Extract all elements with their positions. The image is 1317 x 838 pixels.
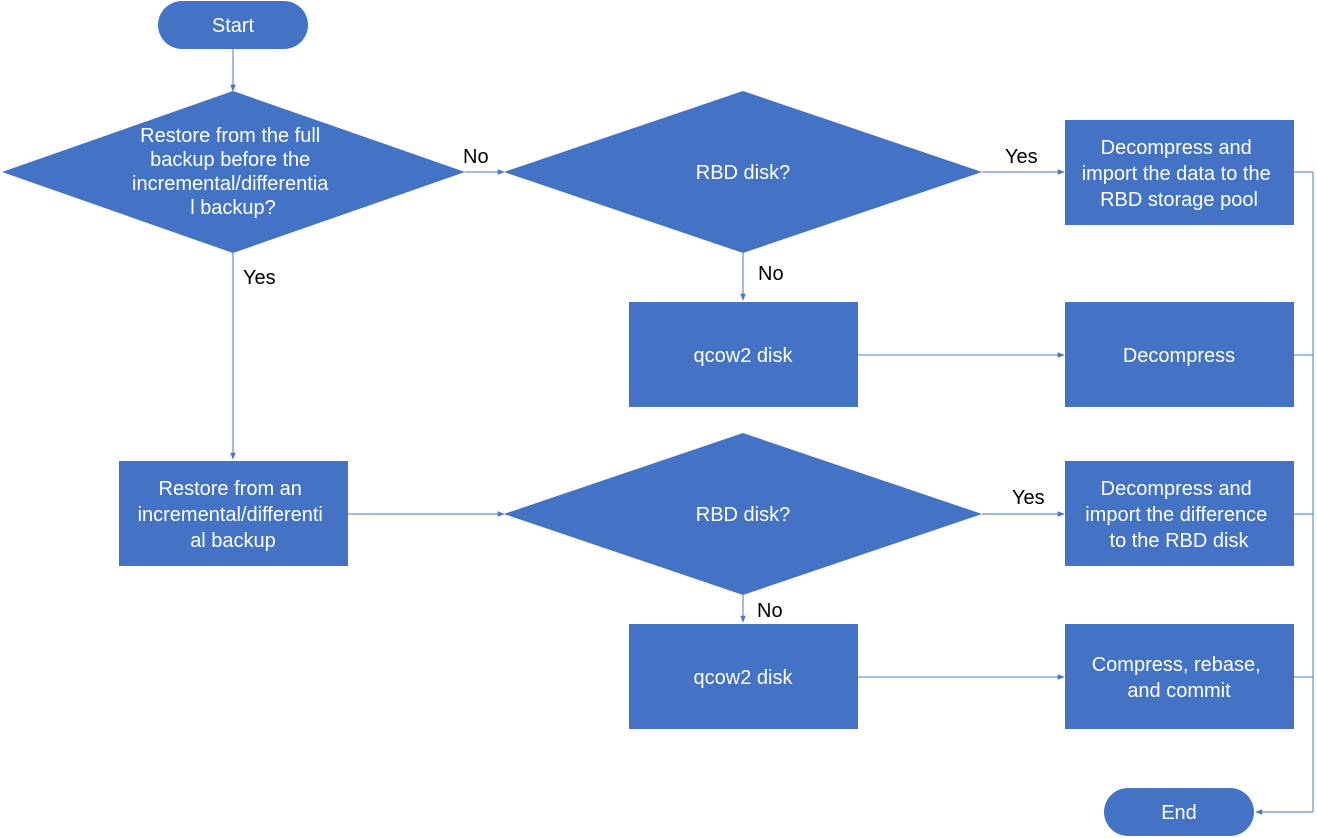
decompress-import-data-line: RBD storage pool (1100, 189, 1258, 211)
qcow2-disk-box-bottom: qcow2 disk (629, 624, 858, 729)
full-backup-no-label: No (463, 146, 489, 168)
full-backup-yes-label: Yes (243, 267, 276, 289)
decompress-import-diff-box: Decompress and import the difference to … (1065, 461, 1294, 566)
decompress-import-diff-text: Decompress and import the difference to … (1085, 478, 1273, 552)
qcow2-disk-top-label: qcow2 disk (694, 345, 794, 367)
qcow2-disk-bottom-label: qcow2 disk (694, 667, 794, 689)
rbd-bottom-no-label: No (757, 600, 783, 622)
decompress-import-data-line: Decompress and (1101, 137, 1252, 159)
rbd-top-no-label: No (758, 263, 784, 285)
full-backup-decision-text: Restore from the full backup before the … (132, 125, 334, 219)
rbd-disk-decision-bottom-label: RBD disk? (696, 504, 790, 526)
restore-incremental-line: Restore from an (159, 478, 302, 500)
decompress-import-data-box: Decompress and import the data to the RB… (1065, 120, 1294, 225)
restore-incremental-line: al backup (190, 530, 276, 552)
qcow2-disk-box-top: qcow2 disk (629, 302, 858, 407)
rbd-disk-decision-bottom: RBD disk? (504, 433, 982, 595)
start-terminal: Start (158, 1, 308, 49)
edge-labels: No Yes Yes No Yes No (243, 146, 1045, 622)
end-terminal: End (1104, 788, 1254, 836)
end-label: End (1161, 802, 1197, 824)
rbd-bottom-yes-label: Yes (1012, 487, 1045, 509)
restore-incremental-text: Restore from an incremental/differenti a… (138, 478, 329, 552)
decompress-import-diff-line: import the difference (1085, 504, 1267, 526)
nodes: Start Restore from the full backup befor… (2, 1, 1294, 836)
full-backup-decision: Restore from the full backup before the … (2, 91, 465, 253)
decompress-import-diff-line: to the RBD disk (1110, 530, 1250, 552)
decompress-label: Decompress (1123, 345, 1235, 367)
edges (230, 49, 1314, 815)
full-backup-decision-line: incremental/differentia (132, 173, 329, 195)
decompress-import-diff-line: Decompress and (1101, 478, 1252, 500)
compress-rebase-commit-line: Compress, rebase, (1092, 654, 1261, 676)
restore-incremental-box: Restore from an incremental/differenti a… (119, 461, 348, 566)
rbd-disk-decision-top: RBD disk? (504, 91, 982, 253)
rbd-top-yes-label: Yes (1005, 146, 1038, 168)
decompress-box: Decompress (1065, 302, 1294, 407)
decompress-import-data-text: Decompress and import the data to the RB… (1082, 137, 1277, 211)
full-backup-decision-line: l backup? (190, 197, 276, 219)
compress-rebase-commit-line: and commit (1127, 680, 1231, 702)
rbd-disk-decision-top-label: RBD disk? (696, 162, 790, 184)
compress-rebase-commit-text: Compress, rebase, and commit (1092, 654, 1267, 702)
full-backup-decision-line: backup before the (150, 149, 310, 171)
decompress-import-data-line: import the data to the (1082, 163, 1271, 185)
full-backup-decision-line: Restore from the full (140, 125, 320, 147)
compress-rebase-commit-box: Compress, rebase, and commit (1065, 624, 1294, 729)
start-label: Start (212, 15, 255, 37)
restore-incremental-line: incremental/differenti (138, 504, 323, 526)
